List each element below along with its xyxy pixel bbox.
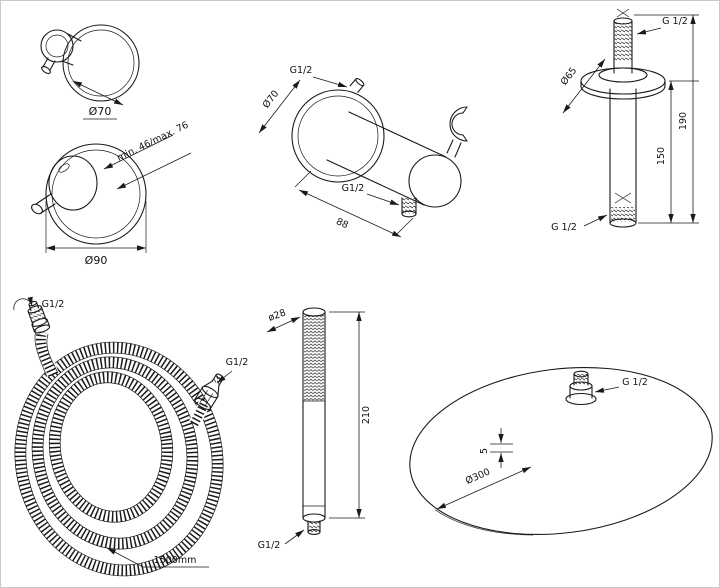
mixer-dia-large-label: Ø90 xyxy=(85,254,108,267)
shower-hose: G1/2 G1/2 1500mm xyxy=(13,296,249,578)
mixer-dia-small-label: Ø70 xyxy=(89,105,112,118)
head-dia-label: Ø300 xyxy=(464,466,492,486)
hose-thread-left-label: G1/2 xyxy=(42,299,65,310)
hose-right-stub xyxy=(188,399,211,427)
elbow-dia-label: Ø70 xyxy=(261,88,282,110)
arm-total-length-label: 190 xyxy=(678,112,689,130)
mixer-front-view xyxy=(31,143,147,245)
hose-length-label: 1500mm xyxy=(154,555,197,566)
hose-tail-left xyxy=(34,329,59,378)
hose-fitting-left xyxy=(27,300,51,334)
arm-thread-bottom-label: G 1/2 xyxy=(551,222,577,233)
arm-thread-top-label: G 1/2 xyxy=(662,16,688,27)
ceiling-shower-arm: G 1/2 Ø65 150 190 G 1/2 xyxy=(551,8,699,233)
hose-thread-right-label: G1/2 xyxy=(226,357,249,368)
mixer-top-view xyxy=(40,24,140,102)
mixer-depth-range-label: min. 46/max. 76 xyxy=(115,120,190,164)
wand-length-label: 210 xyxy=(361,406,372,424)
hose-coil-loop-middle xyxy=(30,355,200,551)
head-thickness-label: 5 xyxy=(479,448,490,454)
rotation-arrow xyxy=(13,296,33,311)
elbow-thread-bottom-label: G1/2 xyxy=(342,183,365,194)
elbow-length-label: 88 xyxy=(334,216,350,231)
wall-elbow-with-holder: G1/2 Ø70 88 G1/2 xyxy=(258,65,468,238)
shower-holder-clip xyxy=(446,106,468,158)
mixer-valve-views: Ø70 min. 46/max. 76 Ø90 xyxy=(31,24,192,267)
hose-coil-loop-outer xyxy=(13,340,225,578)
arm-exposed-length-label: 150 xyxy=(656,147,667,165)
wand-dia-label: ø28 xyxy=(267,307,288,323)
hose-coil-loop-inner xyxy=(47,370,175,524)
elbow-top-stub xyxy=(349,77,365,93)
elbow-bottom-nipple xyxy=(401,197,417,218)
elbow-thread-top-label: G1/2 xyxy=(290,65,313,76)
overhead-shower: G 1/2 5 Ø300 xyxy=(409,366,713,536)
head-connector xyxy=(565,370,597,406)
arm-flange-dia-label: Ø65 xyxy=(559,65,580,87)
head-thread-label: G 1/2 xyxy=(622,377,648,388)
wand-thread-label: G1/2 xyxy=(258,540,281,551)
hand-shower-wand: ø28 210 G1/2 xyxy=(258,307,372,551)
